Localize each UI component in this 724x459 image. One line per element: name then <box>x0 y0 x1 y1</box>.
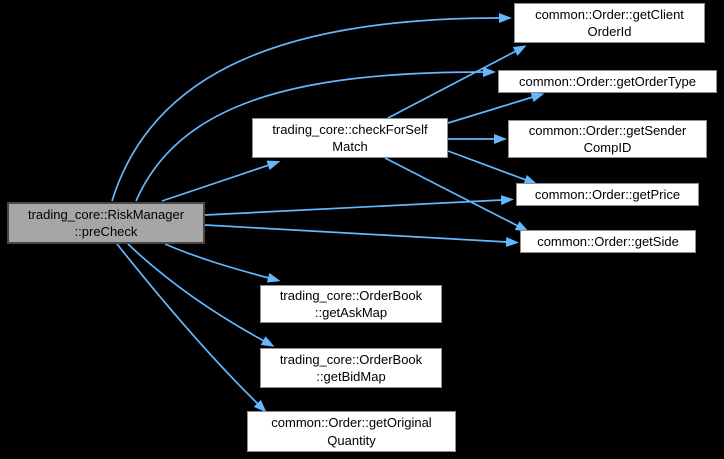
edge-precheck-to-get-ask-map <box>164 243 281 283</box>
edge-precheck-to-get-client-order-id <box>111 13 512 202</box>
edge-check-for-self-match-to-get-order-type <box>447 92 545 124</box>
edge-precheck-to-get-bid-map <box>127 243 275 347</box>
node-get-ask-map[interactable]: trading_core::OrderBook ::getAskMap <box>260 285 442 323</box>
node-get-bid-map[interactable]: trading_core::OrderBook ::getBidMap <box>260 348 442 388</box>
node-get-original-quantity[interactable]: common::Order::getOriginal Quantity <box>247 411 456 452</box>
node-get-client-order-id[interactable]: common::Order::getClient OrderId <box>514 3 705 43</box>
edge-precheck-to-check-for-self-match <box>161 160 281 202</box>
edge-precheck-to-get-price <box>204 195 514 216</box>
edge-precheck-to-get-side <box>204 224 519 247</box>
edge-precheck-to-get-original-quantity <box>116 243 267 413</box>
edge-check-for-self-match-to-get-price <box>447 150 538 185</box>
node-precheck[interactable]: trading_core::RiskManager ::preCheck <box>7 202 205 244</box>
edge-check-for-self-match-to-get-client-order-id <box>387 45 527 119</box>
node-get-price[interactable]: common::Order::getPrice <box>516 183 699 206</box>
edge-check-for-self-match-to-get-side <box>384 157 529 232</box>
node-get-side[interactable]: common::Order::getSide <box>520 230 696 253</box>
node-get-order-type[interactable]: common::Order::getOrderType <box>498 70 717 93</box>
node-get-sender-comp-id[interactable]: common::Order::getSender CompID <box>508 120 707 158</box>
node-check-for-self-match[interactable]: trading_core::checkForSelf Match <box>252 118 448 158</box>
edge-precheck-to-get-order-type <box>135 67 496 202</box>
